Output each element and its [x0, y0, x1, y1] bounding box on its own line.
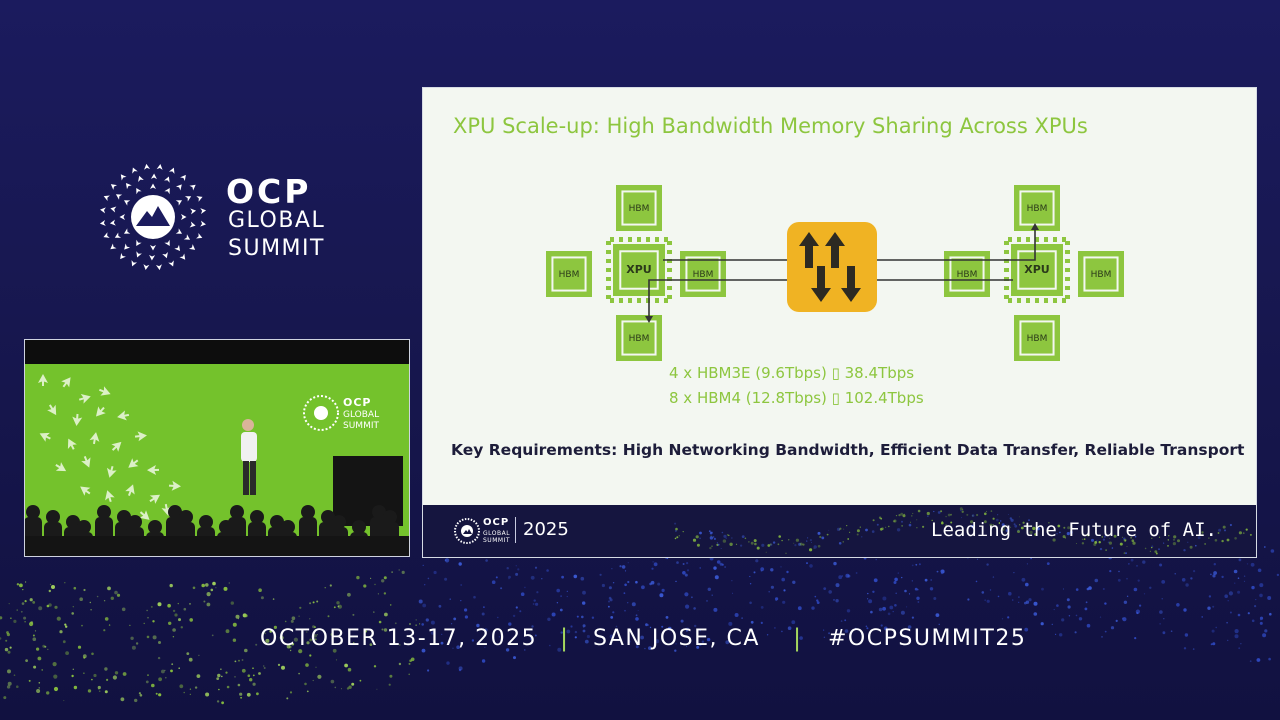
hbm-chip: HBM	[944, 251, 990, 297]
brand-name: OCP	[226, 172, 312, 211]
slide-title: XPU Scale-up: High Bandwidth Memory Shar…	[453, 114, 1088, 138]
hbm-chip: HBM	[1014, 185, 1060, 231]
stage-logo-line1: GLOBAL	[343, 410, 380, 420]
hbm-chip-label: HBM	[629, 204, 650, 214]
footer-logo-line2: SUMMIT	[483, 537, 510, 544]
footer-divider	[515, 517, 516, 543]
brand-line-global: GLOBAL	[228, 208, 326, 233]
ocp-mountain-logo-icon	[99, 163, 207, 271]
event-hashtag: #OCPSUMMIT25	[828, 626, 1027, 651]
hbm-chip: HBM	[546, 251, 592, 297]
xpu-chip: XPU	[613, 244, 665, 296]
stage-logo-name: OCP	[343, 396, 372, 409]
hbm-chip: HBM	[680, 251, 726, 297]
stage-logo-line2: SUMMIT	[343, 421, 379, 431]
hbm-chip: HBM	[616, 185, 662, 231]
event-separator: |	[793, 624, 802, 652]
bidirectional-arrows-switch-icon	[787, 222, 877, 312]
event-location: SAN JOSE, CA	[593, 626, 760, 651]
stage-photo	[25, 340, 409, 556]
brand-line-summit: SUMMIT	[228, 236, 325, 261]
event-separator: |	[560, 624, 569, 652]
ocp-mountain-logo-icon	[454, 518, 480, 544]
xpu-chip-label: XPU	[1024, 263, 1049, 276]
hbm-chip-label: HBM	[693, 270, 714, 280]
xpu-chip: XPU	[1011, 244, 1063, 296]
camera-inset: OCP GLOBAL SUMMIT	[24, 339, 410, 557]
event-dates: OCTOBER 13-17, 2025	[260, 626, 538, 651]
connection-lines	[648, 230, 1036, 316]
key-requirements: Key Requirements: High Networking Bandwi…	[451, 441, 1245, 459]
hbm-chip-label: HBM	[559, 270, 580, 280]
footer-tagline: Leading the Future of AI.	[931, 519, 1217, 541]
slide-footer: OCP GLOBAL SUMMIT 2025 Leading the Futur…	[423, 505, 1256, 557]
hbm-chip: HBM	[616, 315, 662, 361]
spec-hbm4: 8 x HBM4 (12.8Tbps) ▯ 102.4Tbps	[669, 389, 924, 407]
footer-logo-name: OCP	[483, 517, 510, 528]
hbm-chip-label: HBM	[1027, 334, 1048, 344]
hbm-chip-label: HBM	[1091, 270, 1112, 280]
presentation-slide: XPU Scale-up: High Bandwidth Memory Shar…	[422, 87, 1257, 558]
footer-year: 2025	[523, 519, 569, 540]
spec-hbm3e: 4 x HBM3E (9.6Tbps) ▯ 38.4Tbps	[669, 364, 915, 382]
footer-logo-line1: GLOBAL	[483, 530, 511, 537]
hbm-chip: HBM	[1078, 251, 1124, 297]
xpu-hbm-diagram: XPU HBM HBM HBM HBM XPU HBM HBM HBM HBM	[546, 185, 1124, 361]
hbm-chip-label: HBM	[957, 270, 978, 280]
xpu-chip-label: XPU	[626, 263, 651, 276]
footer-wave-graphic	[674, 507, 1252, 555]
hbm-chip-label: HBM	[629, 334, 650, 344]
hbm-chip-label: HBM	[1027, 204, 1048, 214]
hbm-chip: HBM	[1014, 315, 1060, 361]
